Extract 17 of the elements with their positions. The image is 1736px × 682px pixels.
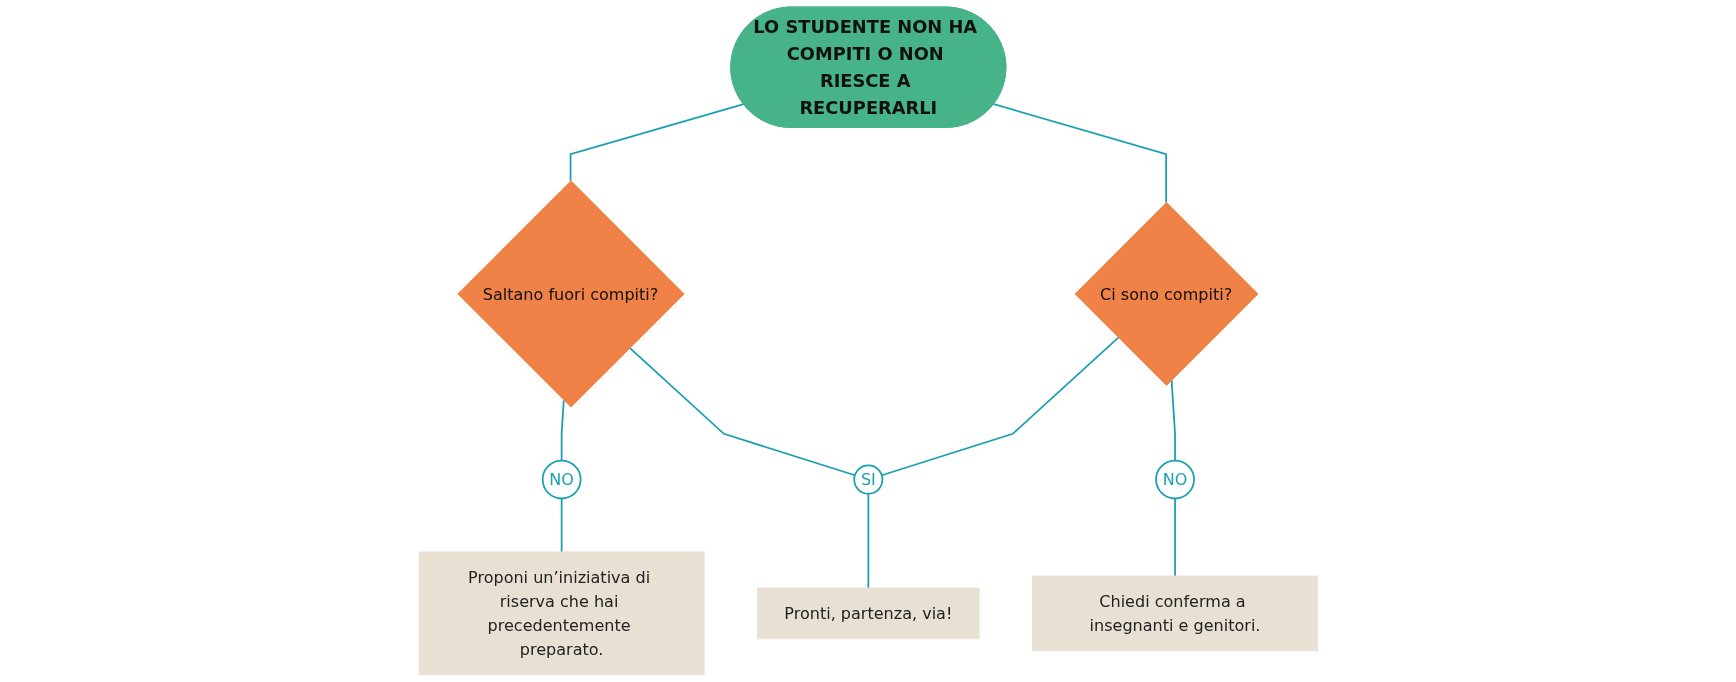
- node-diamond: Ci sono compiti?: [1074, 202, 1259, 386]
- connector: [560, 399, 565, 462]
- connector: [880, 336, 1119, 477]
- connector: [1173, 497, 1176, 577]
- connector: [867, 492, 869, 589]
- node-box: Chiedi conferma a insegnanti e genitori.: [1031, 575, 1318, 652]
- connector: [1170, 379, 1176, 462]
- node-circle: SI: [852, 464, 883, 495]
- connector: [560, 497, 563, 553]
- connector: [569, 103, 745, 182]
- node-circle: NO: [541, 459, 582, 500]
- connector: [992, 103, 1167, 204]
- node-circle: NO: [1154, 459, 1195, 500]
- node-box: Pronti, partenza, via!: [756, 587, 980, 640]
- node-diamond: Saltano fuori compiti?: [457, 180, 685, 408]
- connector: [628, 347, 856, 477]
- node-box: Proponi un’iniziativa di riserva che hai precedentemente preparato.: [418, 551, 705, 676]
